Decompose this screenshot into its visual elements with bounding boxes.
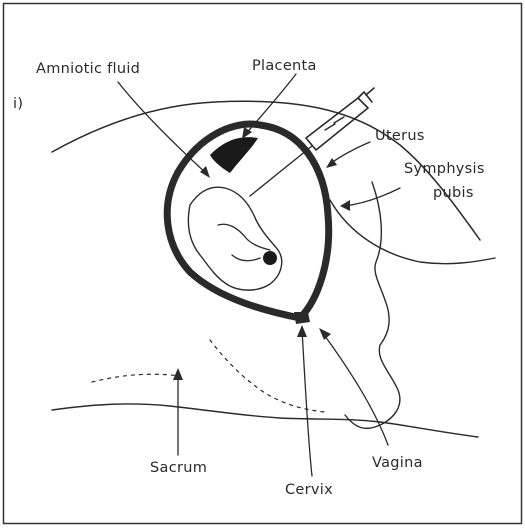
- fetus-head: [263, 251, 277, 265]
- symphysis-arrowhead: [340, 200, 350, 211]
- syringe: [250, 88, 374, 196]
- dotted-line-lower: [92, 374, 180, 382]
- pubic-contour-line: [330, 200, 495, 264]
- panel-marker: i): [13, 96, 23, 112]
- cervix-plug: [294, 312, 310, 324]
- label-vagina: Vagina: [372, 455, 423, 471]
- uterus-pointer: [330, 142, 370, 164]
- uterus-outline: [167, 124, 328, 318]
- label-pubis: pubis: [433, 185, 474, 201]
- fetus-limb-lower: [232, 255, 260, 261]
- pelvic-floor-line: [52, 404, 478, 437]
- cervix-pointer: [302, 330, 312, 476]
- amniotic-fluid-pointer: [118, 82, 208, 175]
- cervix-arrowhead: [297, 325, 307, 337]
- fetus-limb-upper: [218, 224, 270, 250]
- placenta: [210, 137, 258, 173]
- symphysis-pointer: [344, 188, 400, 206]
- vagina-pointer: [322, 332, 388, 445]
- label-placenta: Placenta: [252, 58, 317, 74]
- amniotic-fluid-arrowhead: [200, 166, 210, 178]
- fetus-outline: [188, 187, 281, 290]
- label-uterus: Uterus: [375, 128, 425, 144]
- dotted-line-upper: [210, 340, 325, 412]
- posterior-body-outline: [345, 182, 400, 428]
- label-cervix: Cervix: [285, 482, 333, 498]
- label-amniotic-fluid: Amniotic fluid: [36, 61, 140, 77]
- label-sacrum: Sacrum: [150, 460, 207, 476]
- vagina-arrowhead: [319, 328, 331, 340]
- sacrum-arrowhead: [173, 368, 183, 380]
- label-symphysis: Symphysis: [404, 161, 485, 177]
